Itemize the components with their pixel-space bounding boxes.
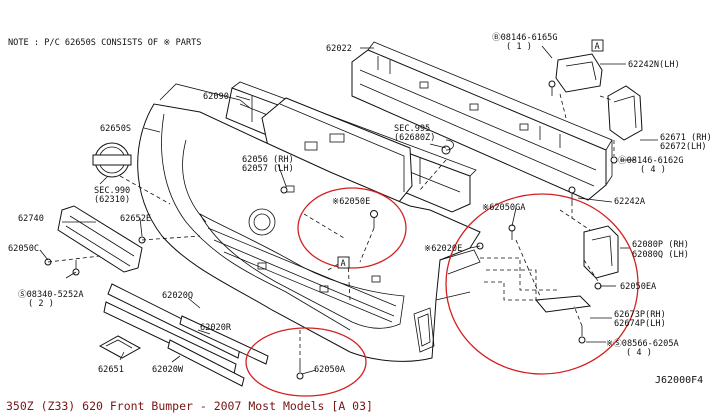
highlight-circle-upper: [297, 187, 407, 269]
label-62050e: ※62050E: [332, 197, 370, 207]
label-sec990: SEC.990: [94, 186, 130, 196]
label-62671: 62671 (RH): [660, 133, 712, 143]
label-62080q: 62080Q (LH): [632, 250, 689, 260]
side-retainer: [535, 295, 592, 313]
highlight-circle-lower: [245, 327, 367, 397]
highlight-circle-right: [445, 193, 639, 375]
reinforcement-beam: [351, 41, 613, 201]
label-62020r: 62020R: [200, 323, 232, 333]
svg-text:A: A: [595, 42, 601, 52]
label-sec995-sub: (62680Z): [394, 133, 435, 143]
fender-bracket: [583, 225, 619, 279]
leader-lines: [39, 45, 658, 375]
ref-marker-a-bottom: A: [337, 256, 350, 269]
label-08146-6165g: Ⓑ08146-6165G: [492, 32, 558, 43]
label-08146-6162g: Ⓑ08146-6162G: [618, 155, 684, 166]
lower-grille-strips: [103, 283, 269, 387]
tow-hook-cover: [98, 335, 142, 359]
label-62080p: 62080P (RH): [632, 240, 689, 250]
label-62056: 62056 (RH): [242, 155, 294, 165]
label-62740: 62740: [18, 214, 44, 224]
label-62651: 62651: [98, 365, 124, 375]
label-08340-5252a: Ⓢ08340-5252A: [18, 289, 84, 300]
label-qty-4a: ( 4 ): [640, 165, 666, 175]
ref-marker-a-top: A: [591, 39, 604, 52]
label-qty-2: ( 2 ): [28, 299, 54, 309]
svg-text:A: A: [341, 259, 347, 269]
nissan-emblem: [92, 142, 132, 178]
label-62242n: 62242N(LH): [628, 60, 680, 70]
label-62672: 62672(LH): [660, 142, 707, 152]
side-bracket-rh: [607, 85, 643, 141]
label-62242a: 62242A: [614, 197, 646, 207]
label-62673p: 62673P(RH): [614, 310, 666, 320]
note-text: NOTE : P/C 62650S CONSISTS OF ※ PARTS: [8, 38, 201, 48]
label-sec990-sub: (62310): [94, 195, 130, 205]
diagram-caption: 350Z (Z33) 620 Front Bumper - 2007 Most …: [6, 399, 373, 413]
license-plate-bracket: [57, 205, 143, 273]
label-qty-4b: ( 4 ): [626, 348, 652, 358]
label-62020e: ※62020E: [424, 244, 462, 254]
label-62050c: 62050C: [8, 244, 39, 254]
diagram-code: J62000F4: [655, 375, 703, 386]
label-sec995: SEC.995: [394, 124, 430, 134]
label-62022: 62022: [326, 44, 352, 54]
label-62674p: 62674P(LH): [614, 319, 666, 329]
bumper-fascia: [137, 83, 481, 362]
label-62090: 62090: [203, 92, 229, 102]
label-62020q: 62020Q: [162, 291, 193, 301]
label-62057: 62057 (LH): [242, 164, 294, 174]
label-62050ga: ※62050GA: [482, 203, 526, 213]
side-bracket-lh: [555, 53, 603, 93]
label-62050a: 62050A: [314, 365, 346, 375]
label-62652e: 62652E: [120, 214, 151, 224]
label-08566-6205a: ※Ⓢ08566-6205A: [606, 338, 680, 349]
label-62020w: 62020W: [152, 365, 184, 375]
label-qty-1: ( 1 ): [506, 42, 532, 52]
label-62050ea: 62050EA: [620, 282, 657, 292]
label-62650s: 62650S: [100, 124, 131, 134]
